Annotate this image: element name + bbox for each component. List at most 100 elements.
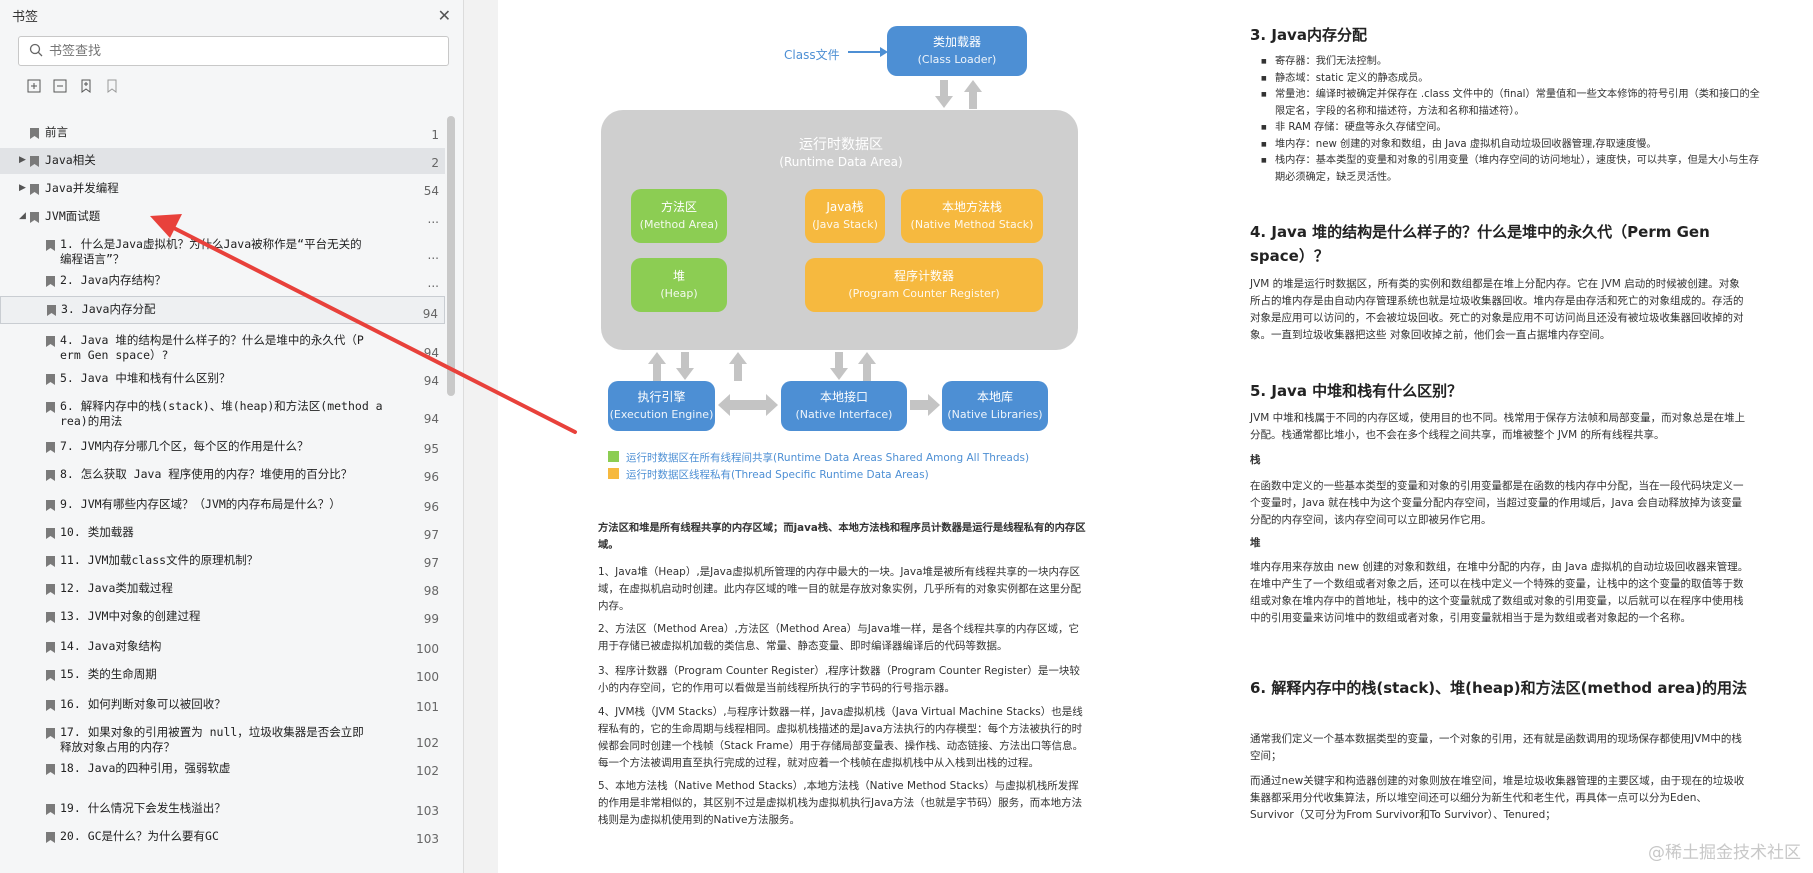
heap-cn: 堆 <box>672 269 685 283</box>
bookmark-icon <box>46 276 55 287</box>
expand-arrow-icon[interactable]: ▶ <box>19 155 26 165</box>
bookmark-page-number: ... <box>427 276 439 290</box>
bookmark-icon <box>46 642 55 653</box>
runtime-title-en: (Runtime Data Area) <box>779 155 903 169</box>
runtime-title-cn: 运行时数据区 <box>799 137 883 153</box>
bookmark-search-input[interactable] <box>49 43 349 59</box>
pc-en: (Program Counter Register) <box>848 287 1000 300</box>
bookmark-icon <box>46 700 55 711</box>
double-arrow-icon <box>718 394 778 416</box>
bookmark-icon <box>46 832 55 843</box>
bookmark-icon[interactable] <box>104 78 120 94</box>
bookmark-search-box[interactable] <box>18 36 449 66</box>
search-icon <box>29 42 43 61</box>
collapse-arrow-icon[interactable]: ◢ <box>19 211 26 221</box>
native-stack-cn: 本地方法栈 <box>941 200 1002 214</box>
legend-private-swatch <box>608 468 619 479</box>
bookmark-item[interactable]: 11. JVM加载class文件的原理机制？97 <box>0 548 445 574</box>
bookmark-icon <box>46 374 55 385</box>
collapse-all-icon[interactable] <box>52 78 68 94</box>
bookmark-label: 3. Java内存分配 <box>61 302 156 316</box>
right-arrow-icon <box>910 394 940 416</box>
bookmark-label: 19. 什么情况下会发生栈溢出？ <box>60 801 226 815</box>
bookmark-icon <box>46 240 55 251</box>
bookmark-icon <box>30 184 39 195</box>
bookmark-icon <box>47 305 56 316</box>
bookmark-item[interactable]: 16. 如何判断对象可以被回收？101 <box>0 692 445 718</box>
bookmark-item[interactable]: 2. Java内存结构？... <box>0 268 445 294</box>
paragraph-program-counter: 3、程序计数器（Program Counter Register）,程序计数器（… <box>598 665 1080 694</box>
bookmark-toolbar <box>0 66 463 106</box>
bookmark-item[interactable]: 5. Java 中堆和栈有什么区别？94 <box>0 366 445 392</box>
bookmark-item[interactable]: 9. JVM有哪些内存区域？（JVM的内存布局是什么？）96 <box>0 492 445 518</box>
paragraph-method-area: 2、方法区（Method Area）,方法区（Method Area）与Java… <box>598 623 1079 652</box>
method-area-en: (Method Area) <box>639 218 719 231</box>
heading-memory-allocation: 3. Java内存分配 <box>1250 26 1367 44</box>
java-stack-box: Java栈 (Java Stack) <box>805 189 885 243</box>
bookmark-item[interactable]: 1. 什么是Java虚拟机？为什么Java被称作是“平台无关的编程语言”？... <box>0 232 445 266</box>
bookmark-panel-title: 书签 <box>12 9 39 25</box>
bookmark-item[interactable]: 7. JVM内存分哪几个区，每个区的作用是什么？95 <box>0 434 445 460</box>
engine-cn: 执行引擎 <box>637 390 686 404</box>
bookmark-label: 9. JVM有哪些内存区域？（JVM的内存布局是什么？） <box>60 497 341 511</box>
expand-arrow-icon[interactable]: ▶ <box>19 183 26 193</box>
bookmark-icon <box>30 128 39 139</box>
bookmark-label: 17. 如果对象的引用被置为 null，垃圾收集器是否会立即释放对象占用的内存？ <box>60 725 364 754</box>
close-icon[interactable]: ✕ <box>437 5 451 25</box>
bookmark-icon <box>46 528 55 539</box>
bookmark-page-number: 94 <box>423 412 439 426</box>
bookmark-page-number: 102 <box>416 764 439 778</box>
bookmark-page-number: ... <box>427 248 439 262</box>
bookmark-label: 16. 如何判断对象可以被回收？ <box>60 697 226 711</box>
bookmark-item[interactable]: 17. 如果对象的引用被置为 null，垃圾收集器是否会立即释放对象占用的内存？… <box>0 720 445 754</box>
method-area-cn: 方法区 <box>660 200 697 214</box>
bookmark-icon <box>46 728 55 739</box>
bookmark-label: 14. Java对象结构 <box>60 639 162 653</box>
bookmark-item[interactable]: 19. 什么情况下会发生栈溢出？103 <box>0 796 445 822</box>
bookmark-page-number: 100 <box>416 670 439 684</box>
bookmark-label: Java并发编程 <box>45 181 119 195</box>
bookmark-page-number: 98 <box>423 584 439 598</box>
paragraph-stack: 在函数中定义的一些基本类型的变量和对象的引用变量都是在函数的栈内存中分配，当在一… <box>1250 480 1744 526</box>
bookmark-page-number: 103 <box>416 832 439 846</box>
paragraph-heap-usage: 而通过new关键字和构造器创建的对象则放在堆空间，堆是垃圾收集器管理的主要区域，… <box>1250 775 1745 821</box>
add-bookmark-icon[interactable] <box>78 78 94 94</box>
bookmark-icon <box>30 212 39 223</box>
bookmark-page-number: 94 <box>423 374 439 388</box>
heading-heap-vs-stack: 5. Java 中堆和栈有什么区别？ <box>1250 382 1463 400</box>
native-libraries-box: 本地库 (Native Libraries) <box>942 381 1048 431</box>
bookmark-icon <box>46 470 55 481</box>
bookmark-page-number: ... <box>427 212 439 226</box>
memory-allocation-list: 寄存器：我们无法控制。静态域：static 定义的静态成员。常量池：编译时被确定… <box>1261 54 1761 186</box>
list-item: 非 RAM 存储：硬盘等永久存储空间。 <box>1261 120 1761 137</box>
native-libraries-en: (Native Libraries) <box>947 408 1043 421</box>
bookmark-icon <box>46 584 55 595</box>
native-interface-en: (Native Interface) <box>795 408 893 421</box>
bookmark-scrollbar[interactable] <box>447 116 455 396</box>
java-stack-cn: Java栈 <box>826 200 864 214</box>
paragraph-native-stack: 5、本地方法栈（Native Method Stacks）,本地方法栈（Nati… <box>598 780 1083 826</box>
expand-all-icon[interactable] <box>26 78 42 94</box>
bookmark-icon <box>46 764 55 775</box>
paragraph-jvm-stack: 4、JVM栈（JVM Stacks）,与程序计数器一样，Java虚拟机栈（Jav… <box>598 706 1084 769</box>
bookmark-label: 2. Java内存结构？ <box>60 273 166 287</box>
bookmark-item[interactable]: ◢JVM面试题... <box>0 204 445 230</box>
bookmark-item[interactable]: 8. 怎么获取 Java 程序使用的内存？堆使用的百分比？96 <box>0 462 445 488</box>
list-item: 堆内存：new 创建的对象和数组，由 Java 虚拟机自动垃圾回收器管理,存取速… <box>1261 137 1761 154</box>
up-arrow-icon <box>964 80 982 109</box>
